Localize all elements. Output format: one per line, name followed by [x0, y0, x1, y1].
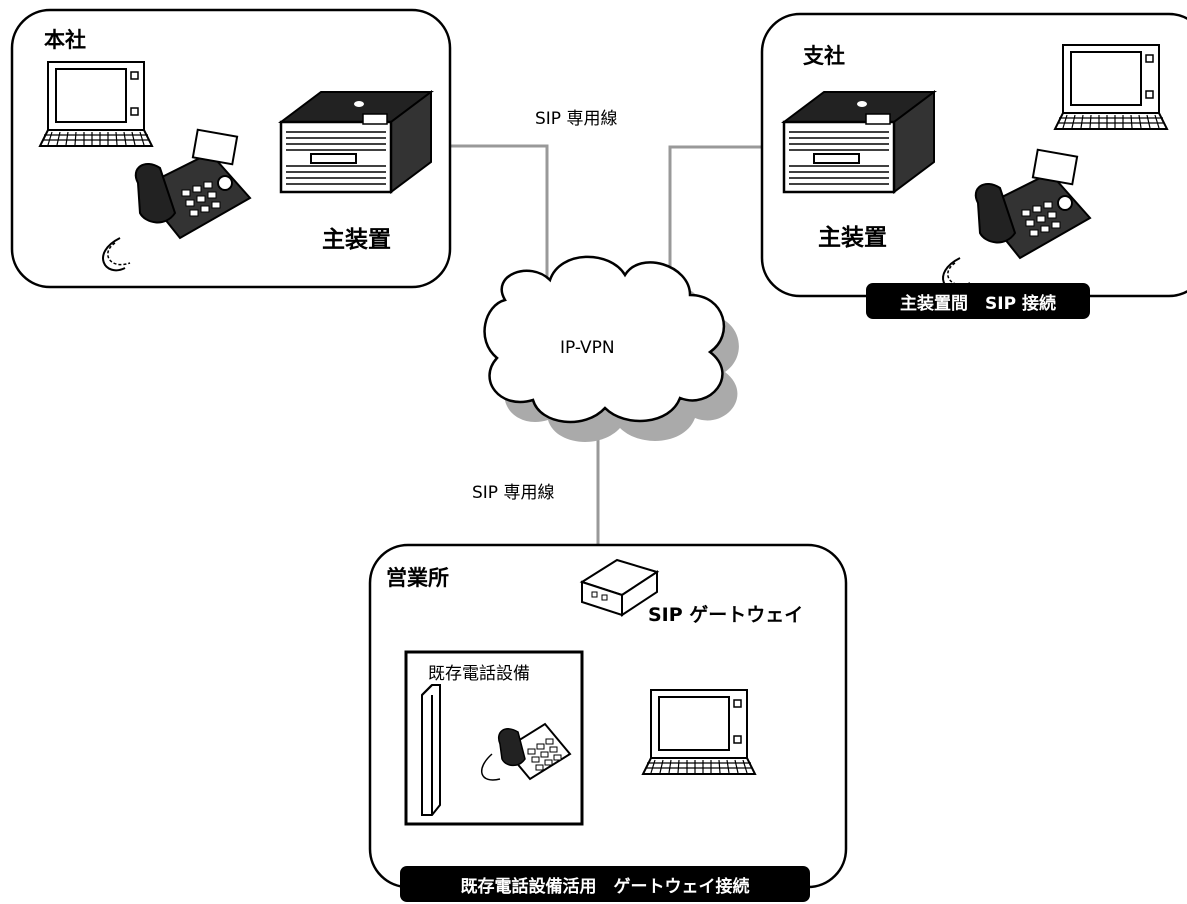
- site-label-eigyosho: 営業所: [386, 566, 449, 590]
- laptop-icon-honsha: [39, 61, 153, 147]
- gateway-icon: [579, 558, 660, 617]
- legacy-equipment-label: 既存電話設備: [428, 664, 530, 684]
- pbx-label-shisha: 主装置: [818, 225, 887, 251]
- site-box-honsha: [10, 8, 452, 289]
- connection-lines: [450, 144, 762, 545]
- legacy-phone-icon: [481, 722, 572, 781]
- cloud-body: [483, 255, 726, 424]
- banner-shisha-text: 主装置間 SIP 接続: [900, 293, 1056, 314]
- link-label-top: SIP 専用線: [535, 109, 618, 129]
- laptop-icon-shisha: [1054, 44, 1168, 130]
- pbx-icon-shisha: [782, 90, 936, 194]
- gateway-label: SIP ゲートウェイ: [648, 604, 804, 626]
- link-label-bottom: SIP 専用線: [472, 483, 555, 503]
- ip-vpn-cloud: [483, 255, 739, 442]
- phone-icon-shisha: [942, 148, 1091, 292]
- banner-eigyosho-gateway: 既存電話設備活用 ゲートウェイ接続: [400, 866, 810, 902]
- pbx-icon-honsha: [279, 90, 433, 194]
- pbx-label-honsha: 主装置: [322, 227, 391, 253]
- link-shisha: [668, 145, 762, 300]
- cloud-label: IP-VPN: [560, 338, 615, 358]
- site-label-honsha: 本社: [44, 28, 86, 52]
- site-label-shisha: 支社: [803, 44, 845, 68]
- phone-icon-honsha: [102, 128, 251, 272]
- banner-eigyosho-text: 既存電話設備活用 ゲートウェイ接続: [460, 876, 750, 897]
- legacy-pbx-tower-icon: [421, 684, 441, 816]
- banner-shisha-sip: 主装置間 SIP 接続: [866, 283, 1090, 319]
- laptop-icon-eigyosho: [642, 689, 756, 775]
- link-honsha: [450, 144, 549, 300]
